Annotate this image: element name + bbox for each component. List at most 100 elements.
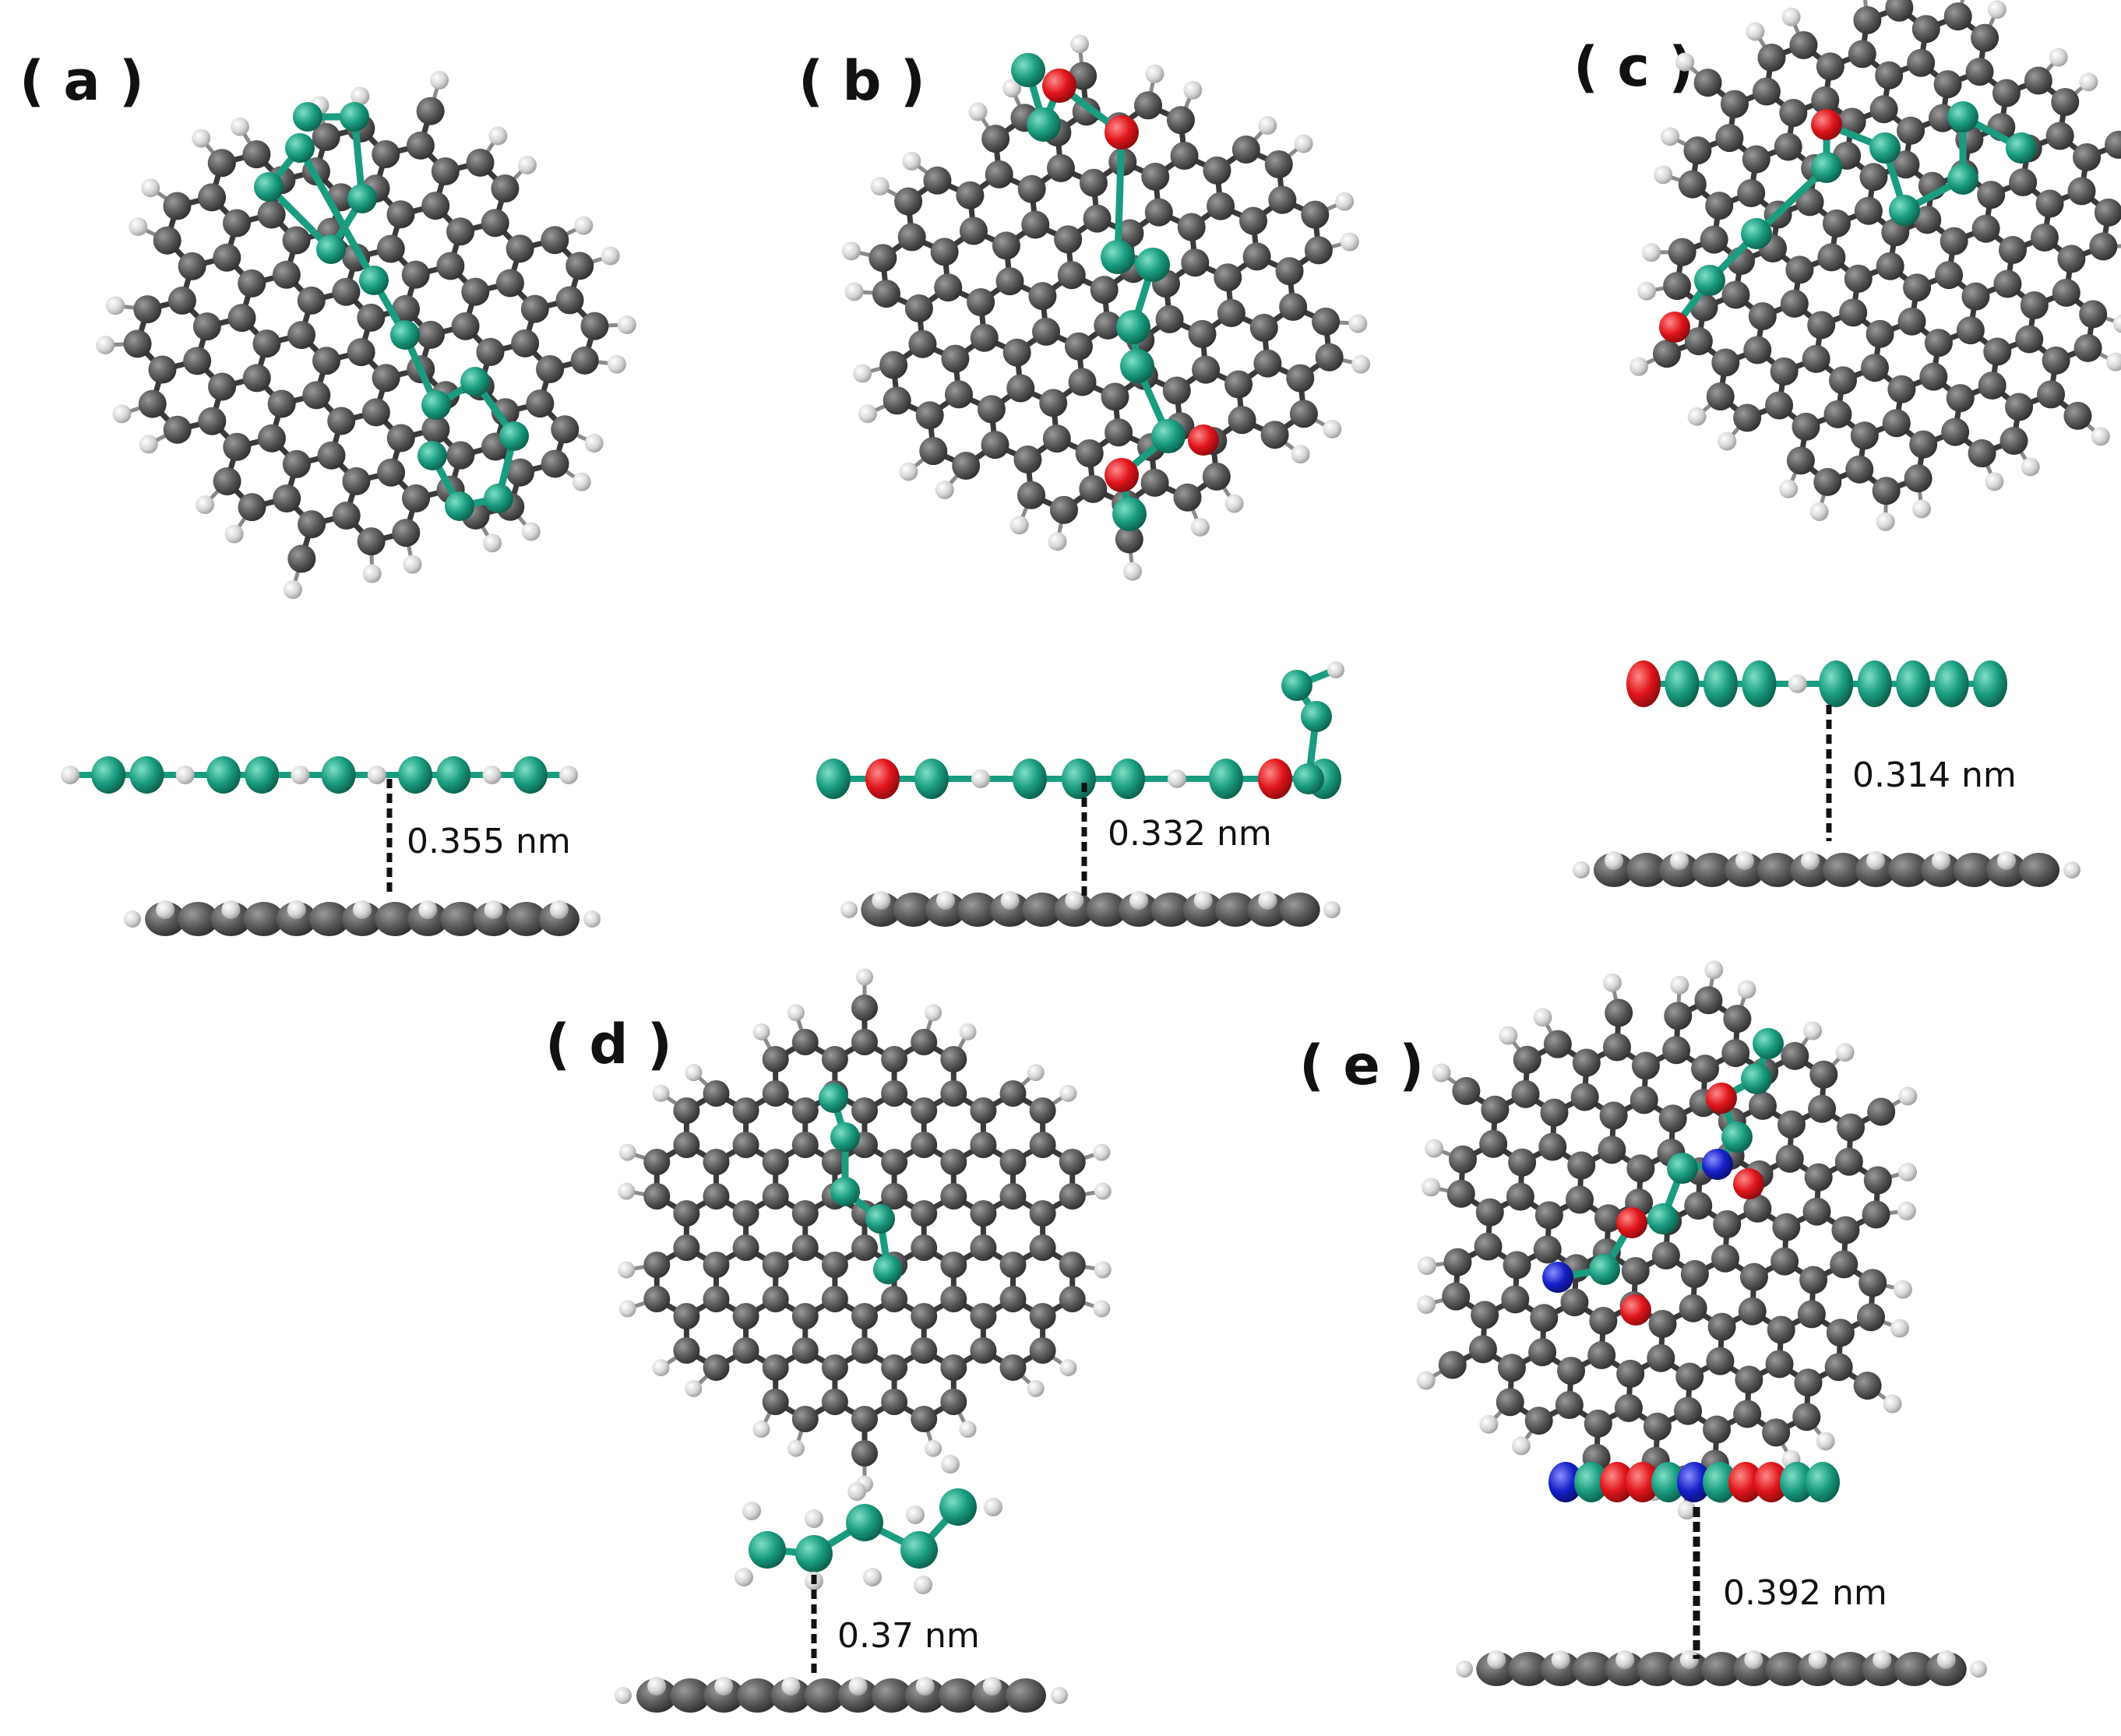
hydrogen-atom: [1511, 1436, 1531, 1456]
carbon-atom: [342, 467, 371, 495]
carbon-atom: [1605, 998, 1633, 1027]
carbon-atom: [238, 493, 266, 522]
hydrogen-atom: [291, 766, 310, 784]
hydrogen-atom: [1059, 1359, 1077, 1377]
bond: [1753, 164, 1830, 238]
panel-b: ( b ) 0.332 nm: [798, 34, 1371, 927]
carbon-atom: [957, 893, 999, 927]
carbon-atom: [1555, 1391, 1584, 1420]
adsorbate-carbon-atom: [914, 759, 949, 799]
hydrogen-atom: [549, 900, 569, 919]
carbon-atom: [737, 1678, 778, 1713]
carbon-atom: [1765, 391, 1794, 420]
carbon-atom: [897, 223, 926, 252]
hydrogen-atom: [959, 1023, 977, 1041]
carbon-atom: [1005, 1678, 1046, 1713]
carbon-atom: [2105, 130, 2121, 159]
hydrogen-atom: [484, 900, 503, 919]
carbon-atom: [1239, 206, 1268, 235]
hydrogen-atom: [1602, 973, 1622, 992]
hydrogen-atom: [1687, 407, 1707, 426]
carbon-atom: [821, 1252, 848, 1278]
carbon-atom: [1105, 418, 1133, 447]
carbon-atom: [1594, 1204, 1622, 1233]
carbon-atom: [643, 1286, 671, 1312]
carbon-atom: [1438, 1350, 1467, 1379]
carbon-atom: [1684, 1191, 1713, 1220]
carbon-atom: [1228, 406, 1256, 435]
carbon-atom: [1508, 1652, 1549, 1686]
adsorbate-carbon-atom: [1973, 660, 2007, 707]
carbon-atom: [257, 424, 286, 452]
hydrogen-atom: [618, 1261, 636, 1279]
hydrogen-atom: [1642, 243, 1661, 262]
hydrogen-atom: [1637, 281, 1657, 301]
carbon-atom: [1064, 332, 1093, 361]
carbon-atom: [1275, 257, 1304, 286]
carbon-atom: [1775, 1144, 1804, 1173]
carbon-atom: [207, 149, 236, 178]
carbon-atom: [940, 1286, 967, 1312]
carbon-atom: [1479, 1129, 1508, 1158]
adsorbate-carbon-atom: [484, 484, 513, 513]
hydrogen-atom: [1809, 502, 1829, 521]
carbon-atom: [673, 1132, 700, 1158]
adsorbate-carbon-atom: [1869, 132, 1901, 164]
carbon-atom: [851, 1303, 878, 1329]
hydrogen-atom: [353, 900, 372, 919]
carbon-atom: [223, 432, 252, 461]
carbon-atom: [1779, 98, 1808, 127]
carbon-atom: [821, 1354, 848, 1381]
carbon-atom: [1049, 495, 1078, 524]
bond: [296, 144, 378, 284]
hydrogen-atom: [1422, 1178, 1441, 1197]
carbon-atom: [1626, 1154, 1655, 1183]
carbon-atom: [1249, 313, 1278, 342]
carbon-atom: [673, 1200, 700, 1227]
adsorbate-carbon-atom: [1301, 701, 1332, 732]
carbon-atom: [1933, 70, 1962, 99]
panel-a: ( a ) 0.355 nm: [19, 49, 636, 936]
carbon-atom: [1616, 1359, 1645, 1388]
carbon-atom: [1315, 343, 1344, 371]
carbon-atom: [1013, 445, 1042, 474]
carbon-atom: [153, 226, 181, 255]
carbon-atom: [1770, 357, 1799, 386]
carbon-atom: [1700, 225, 1728, 254]
carbon-atom: [391, 294, 420, 323]
carbon-atom: [1971, 23, 1999, 52]
carbon-atom: [1992, 79, 2021, 107]
carbon-atom: [999, 1354, 1027, 1381]
panel-b-distance-label: 0.332 nm: [1108, 814, 1272, 854]
carbon-atom: [1694, 986, 1723, 1015]
hydrogen-atom: [1000, 891, 1020, 910]
hydrogen-atom: [572, 472, 591, 491]
carbon-atom: [555, 286, 584, 315]
carbon-atom: [881, 1149, 908, 1175]
carbon-atom: [1115, 219, 1144, 248]
hydrogen-atom: [1816, 1431, 1835, 1451]
adsorbate-carbon-atom: [830, 1177, 860, 1206]
carbon-atom: [1737, 179, 1766, 208]
carbon-atom: [2037, 380, 2066, 409]
adsorbate-carbon-atom: [1136, 248, 1170, 282]
oxygen-atom: [1105, 115, 1139, 150]
carbon-atom: [1474, 1232, 1503, 1261]
hydrogen-atom: [925, 1004, 942, 1022]
carbon-atom: [999, 1252, 1027, 1278]
carbon-atom: [1911, 15, 1940, 44]
hydrogen-atom: [1670, 851, 1689, 870]
carbon-atom: [1913, 206, 1942, 234]
hydrogen-atom: [968, 102, 988, 121]
carbon-atom: [995, 267, 1024, 296]
carbon-atom: [1286, 364, 1315, 393]
hydrogen-atom: [1499, 1026, 1518, 1045]
hydrogen-atom: [559, 766, 578, 784]
carbon-atom: [791, 1200, 819, 1227]
carbon-atom: [1059, 1183, 1086, 1210]
panel-d-distance-label: 0.37 nm: [837, 1616, 980, 1656]
carbon-atom: [1162, 376, 1191, 405]
carbon-atom: [1006, 374, 1035, 403]
carbon-atom: [1312, 307, 1341, 336]
carbon-atom: [1748, 301, 1777, 330]
